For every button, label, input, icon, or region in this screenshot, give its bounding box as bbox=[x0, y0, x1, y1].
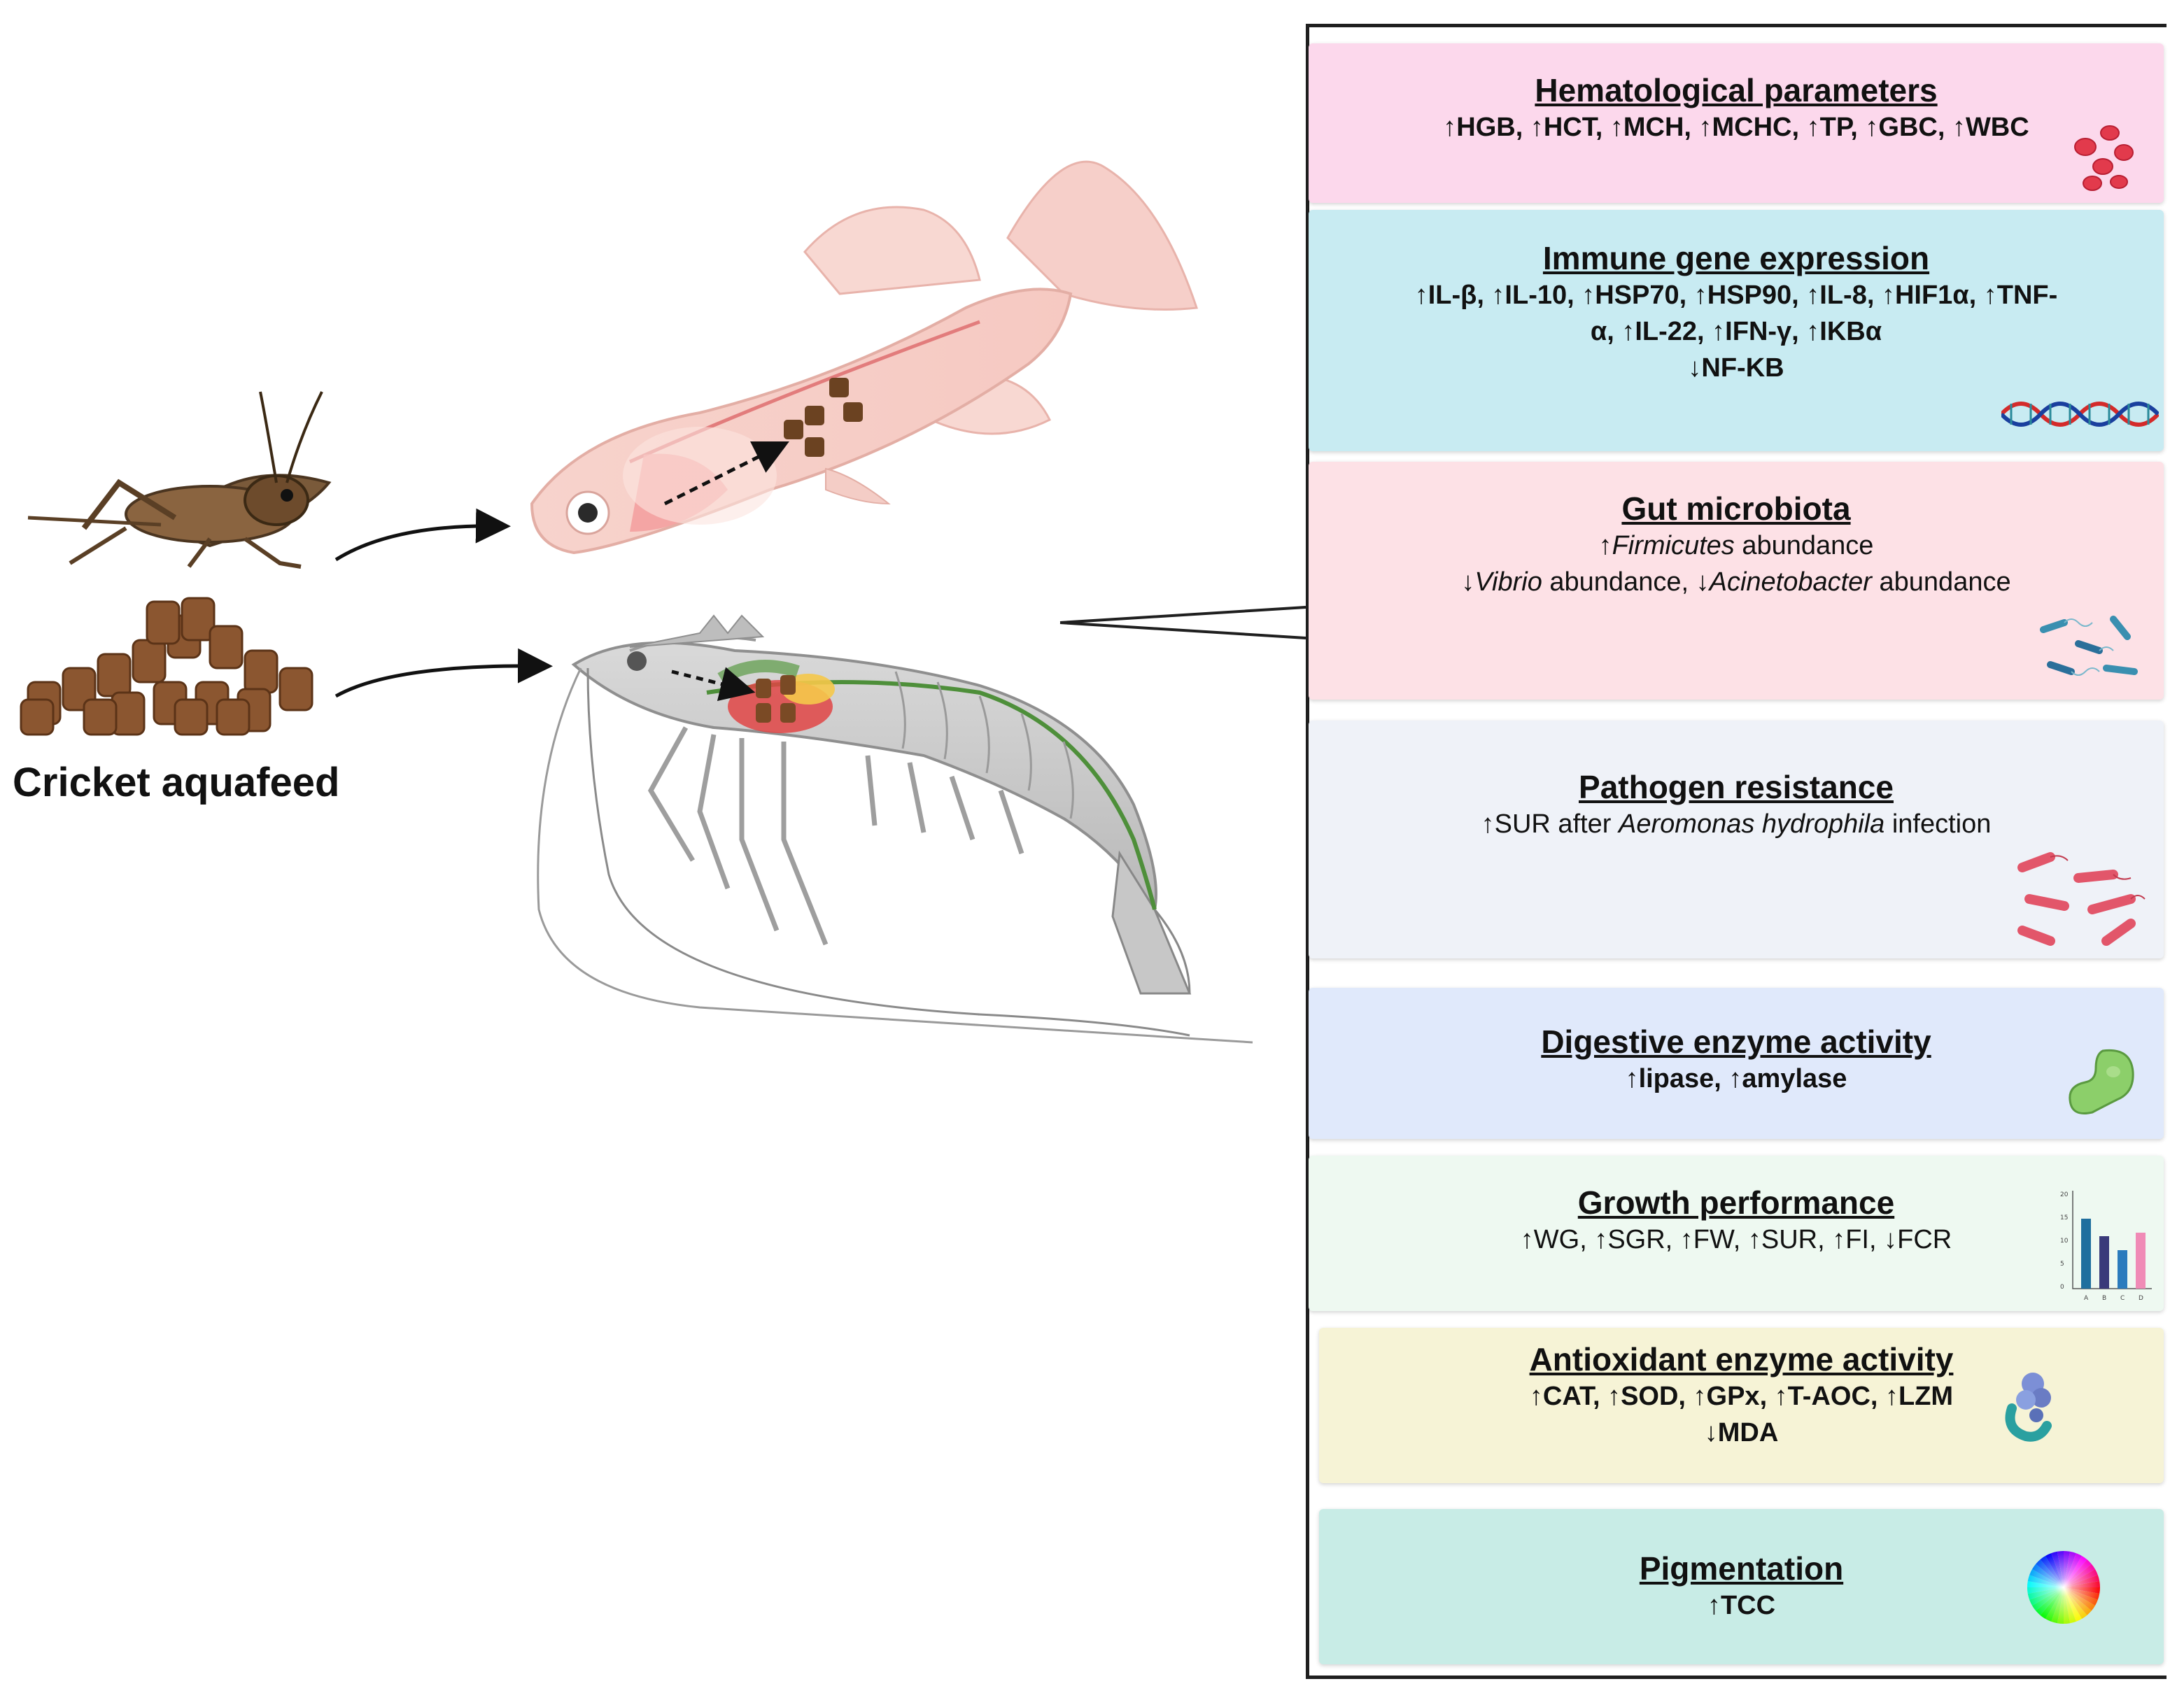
panel-antioxidant-enzyme: Antioxidant enzyme activity ↑CAT, ↑SOD, … bbox=[1319, 1328, 2164, 1483]
outcomes-frame bbox=[1306, 24, 2167, 1679]
panel-line: ↓Vibrio abundance, ↓Acinetobacter abunda… bbox=[1461, 567, 2011, 597]
panel-line: ↑HGB, ↑HCT, ↑MCH, ↑MCHC, ↑TP, ↑GBC, ↑WBC bbox=[1443, 113, 2029, 142]
panel-title: Immune gene expression bbox=[1542, 240, 1930, 276]
diagram-caption: Cricket aquafeed bbox=[13, 760, 340, 805]
panel-line: ↓MDA bbox=[1704, 1418, 1779, 1447]
pathogen-bacteria-icon bbox=[2017, 852, 2146, 946]
panel-line: ↑CAT, ↑SOD, ↑GPx, ↑T-AOC, ↑LZM bbox=[1529, 1382, 1954, 1411]
panel-line: ↑TCC bbox=[1707, 1591, 1776, 1620]
panel-line: ↑Firmicutes abundance bbox=[1598, 531, 1874, 560]
fish-illustration bbox=[530, 160, 1199, 555]
mini-chart-bar bbox=[2081, 1219, 2091, 1289]
feed-pellets-illustration bbox=[20, 597, 313, 736]
panel-title: Hematological parameters bbox=[1535, 72, 1938, 108]
panel-line: ↑IL-β, ↑IL-10, ↑HSP70, ↑HSP90, ↑IL-8, ↑H… bbox=[1414, 281, 2058, 310]
bracket-pointer-line bbox=[1059, 606, 1306, 639]
mini-chart: 20 15 10 5 0A B C D bbox=[2060, 1191, 2152, 1302]
panel-digestive-enzyme: Digestive enzyme activity ↑lipase, ↑amyl… bbox=[1309, 988, 2164, 1139]
panel-title: Pathogen resistance bbox=[1579, 769, 1894, 805]
mini-chart-tick: 15 bbox=[2060, 1214, 2068, 1221]
panel-line: ↓NF-KB bbox=[1688, 353, 1784, 383]
cricket-illustration bbox=[27, 391, 332, 569]
bacteria-icon bbox=[2040, 616, 2138, 676]
bar-chart-icon: 20 15 10 5 0A B C D bbox=[2060, 1191, 2152, 1302]
mini-chart-bar bbox=[2118, 1250, 2127, 1289]
panel-line: ↑lipase, ↑amylase bbox=[1625, 1064, 1847, 1093]
arrow-to-fish bbox=[334, 508, 511, 562]
panel-title: Pigmentation bbox=[1639, 1550, 1844, 1587]
protein-icon bbox=[2005, 1373, 2052, 1442]
panel-gut-microbiota: Gut microbiota ↑Firmicutes abundance ↓Vi… bbox=[1309, 462, 2164, 700]
panel-line: ↑SUR after Aeromonas hydrophila infectio… bbox=[1481, 809, 1992, 839]
mini-chart-bar bbox=[2099, 1236, 2109, 1289]
enzyme-icon bbox=[2069, 1049, 2134, 1114]
mini-chart-category-label: A bbox=[2084, 1295, 2089, 1302]
mini-chart-tick: 5 bbox=[2060, 1261, 2064, 1268]
dna-helix-icon bbox=[2001, 402, 2159, 427]
mini-chart-tick: 0 bbox=[2060, 1284, 2064, 1291]
panel-title: Digestive enzyme activity bbox=[1541, 1023, 1931, 1060]
color-wheel-icon bbox=[2027, 1551, 2100, 1624]
mini-chart-category-label: C bbox=[2120, 1295, 2125, 1302]
arrow-to-shrimp bbox=[334, 648, 553, 698]
shrimp-illustration bbox=[537, 614, 1253, 1044]
mini-chart-category-label: B bbox=[2102, 1295, 2106, 1302]
panel-hematological: Hematological parameters ↑HGB, ↑HCT, ↑MC… bbox=[1309, 43, 2164, 203]
mini-chart-tick: 20 bbox=[2060, 1191, 2069, 1198]
panel-pigmentation: Pigmentation ↑TCC bbox=[1319, 1509, 2164, 1664]
panel-title: Gut microbiota bbox=[1621, 490, 1851, 527]
panel-pathogen-resistance: Pathogen resistance ↑SUR after Aeromonas… bbox=[1309, 721, 2164, 958]
panel-growth-performance: Growth performance ↑WG, ↑SGR, ↑FW, ↑SUR,… bbox=[1309, 1156, 2164, 1311]
panel-title: Growth performance bbox=[1577, 1184, 1895, 1221]
panel-line: ↑WG, ↑SGR, ↑FW, ↑SUR, ↑FI, ↓FCR bbox=[1520, 1225, 1952, 1254]
mini-chart-tick: 10 bbox=[2060, 1238, 2069, 1245]
red-blood-cells-icon bbox=[2074, 125, 2134, 191]
panel-title: Antioxidant enzyme activity bbox=[1529, 1341, 1954, 1377]
panel-immune-gene: Immune gene expression ↑IL-β, ↑IL-10, ↑H… bbox=[1309, 210, 2164, 451]
panel-line: α, ↑IL-22, ↑IFN-γ, ↑IKBα bbox=[1590, 317, 1882, 346]
mini-chart-bar bbox=[2136, 1233, 2146, 1289]
mini-chart-category-label: D bbox=[2139, 1295, 2143, 1302]
